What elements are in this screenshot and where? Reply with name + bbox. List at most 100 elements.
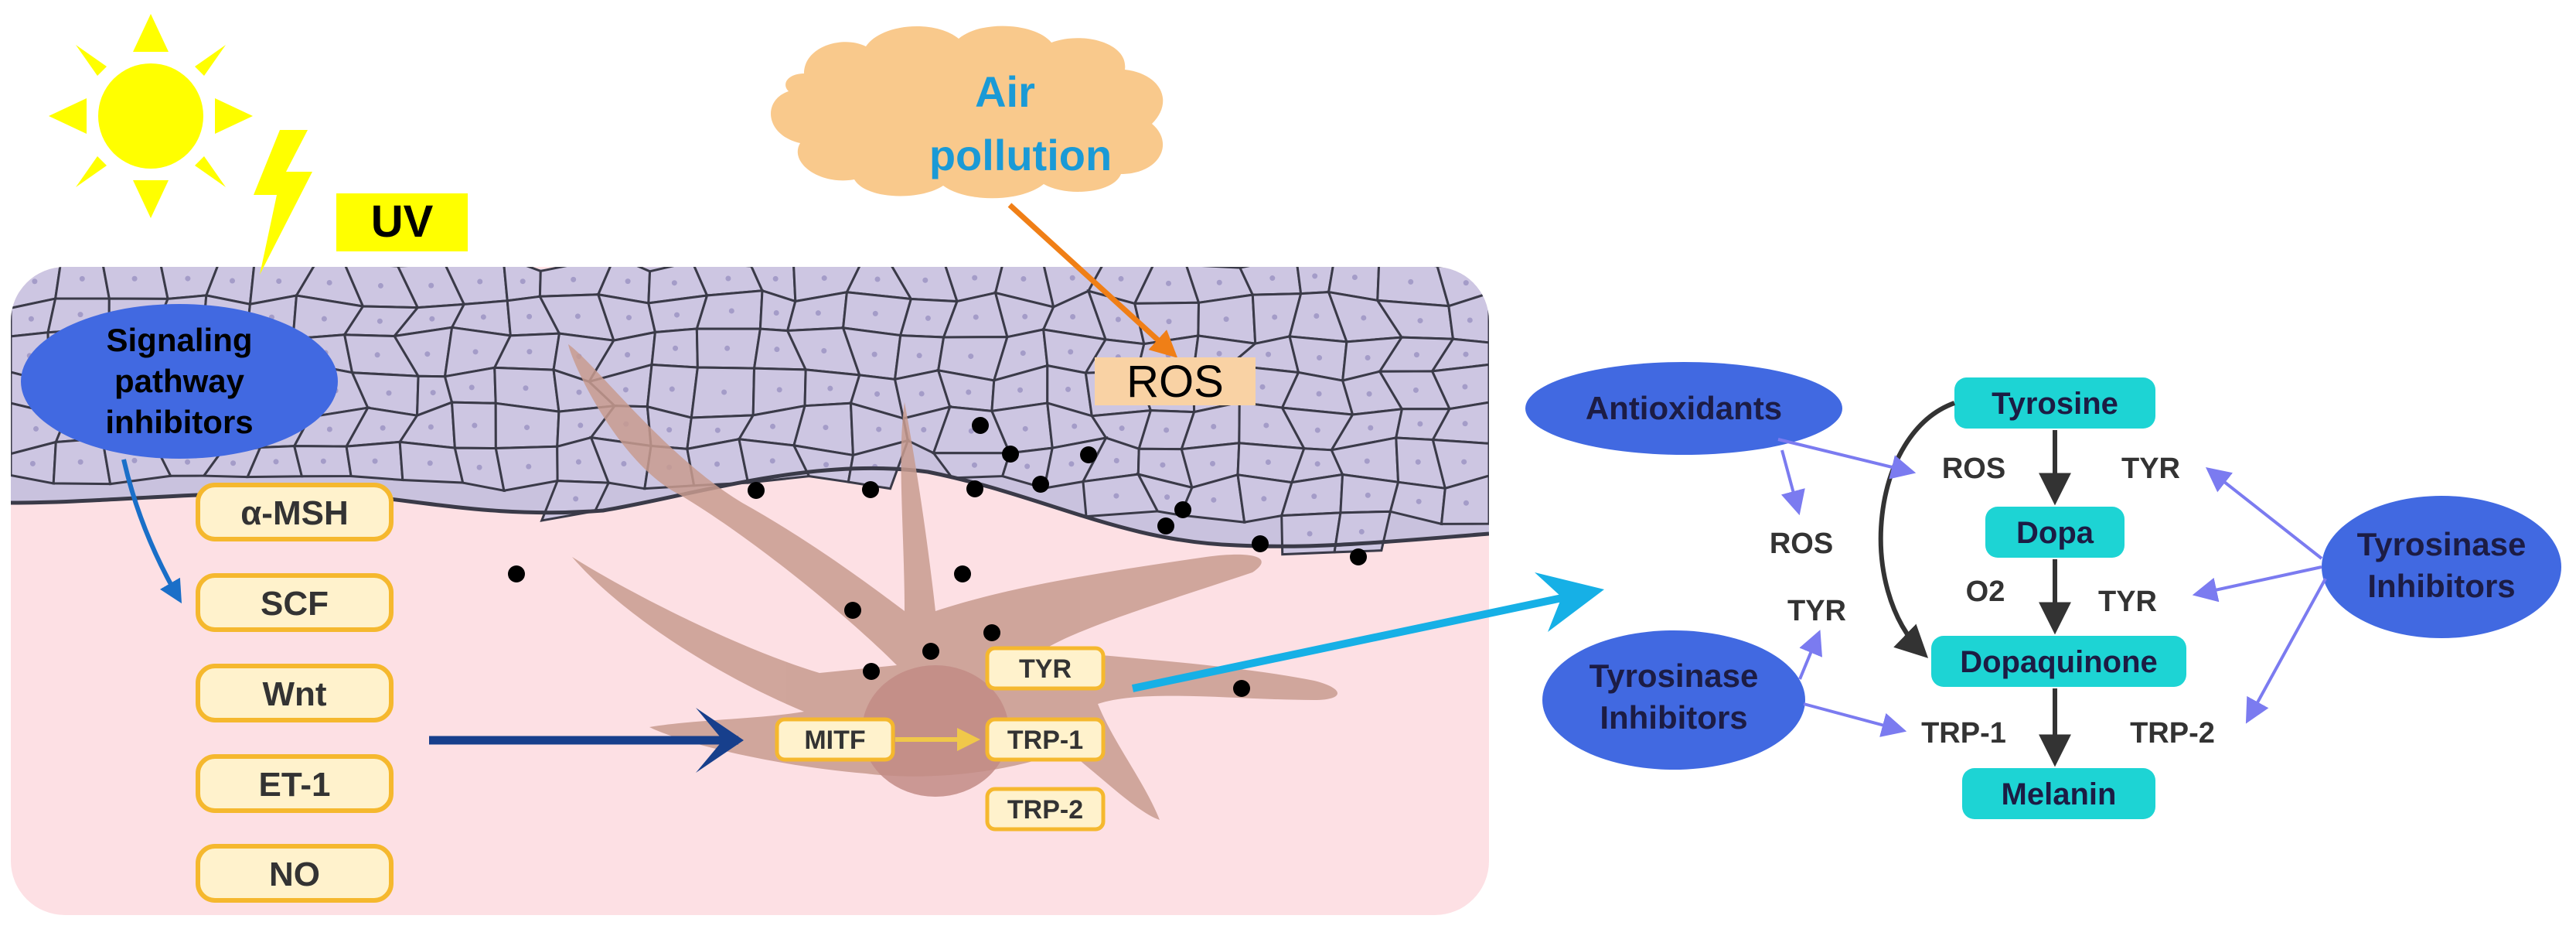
- cell-nucleus-dot: [968, 428, 974, 434]
- cell-nucleus-dot: [1463, 500, 1469, 506]
- pathway-panel: Antioxidants Tyrosinase Inhibitors Tyros…: [1525, 362, 2561, 819]
- air-pollution-line1: Air: [975, 67, 1035, 116]
- cell-nucleus-dot: [185, 275, 191, 282]
- cell-nucleus-dot: [1417, 421, 1423, 427]
- step-box-dopaquinone: [1931, 636, 2186, 687]
- cell-nucleus-dot: [1361, 315, 1367, 321]
- cell-nucleus-dot: [229, 278, 235, 284]
- signaling-inhibitors-line2: pathway: [114, 363, 245, 399]
- cell-nucleus-dot: [671, 280, 677, 286]
- cell-nucleus-dot: [1415, 459, 1421, 465]
- cell-nucleus-dot: [1463, 280, 1469, 286]
- signaling-inhibitors-line3: inhibitors: [105, 404, 253, 440]
- epidermal-cell: [1238, 267, 1303, 296]
- cell-nucleus-dot: [1307, 531, 1313, 537]
- step-box-melanin: [1962, 768, 2155, 819]
- air-pollution-cloud: Air pollution: [771, 26, 1164, 199]
- cell-nucleus-dot: [1263, 422, 1269, 429]
- cell-nucleus-dot: [131, 457, 138, 463]
- cell-nucleus-dot: [966, 389, 972, 395]
- mitf-box: [775, 717, 895, 762]
- signaling-pathway-inhibitors-bubble: [21, 304, 338, 459]
- cell-nucleus-dot: [1259, 384, 1266, 390]
- cell-nucleus-dot: [526, 463, 532, 470]
- cell-nucleus-dot: [28, 316, 34, 322]
- cell-nucleus-dot: [321, 316, 327, 322]
- cell-nucleus-dot: [871, 351, 877, 357]
- cell-nucleus-dot: [326, 426, 332, 432]
- cell-nucleus-dot: [526, 313, 533, 319]
- cell-nucleus-dot: [476, 464, 482, 470]
- antioxidants-label: Antioxidants: [1586, 390, 1782, 426]
- cell-nucleus-dot: [1164, 494, 1170, 500]
- epidermal-cell: [1430, 401, 1489, 445]
- cell-nucleus-dot: [1467, 317, 1473, 323]
- cell-nucleus-dot: [469, 384, 475, 391]
- cell-nucleus-dot: [918, 391, 925, 397]
- cell-nucleus-dot: [377, 282, 383, 289]
- cell-nucleus-dot: [674, 312, 680, 318]
- right-inhibitors-to-tyr-top-arrow: [2205, 467, 2323, 560]
- cell-nucleus-dot: [1317, 355, 1323, 361]
- epidermal-cell: [1430, 363, 1489, 411]
- o2-label: O2: [1966, 576, 2005, 608]
- signaling-inhibitors-line1: Signaling: [107, 322, 253, 358]
- melanocyte: [568, 344, 1337, 820]
- cell-nucleus-dot: [1311, 494, 1317, 500]
- cell-nucleus-dot: [666, 427, 673, 433]
- cell-nucleus-dot: [386, 390, 392, 396]
- cell-nucleus-dot: [1068, 461, 1075, 467]
- uv-label: UV: [371, 196, 434, 247]
- tyrosinase-inhibitors-right-line2: Inhibitors: [2367, 568, 2515, 604]
- cell-nucleus-dot: [774, 347, 780, 353]
- step-label-dopaquinone: Dopaquinone: [1960, 645, 2158, 679]
- right-inhibitors-to-tyr-mid-arrow: [2192, 565, 2322, 603]
- cell-nucleus-dot: [1022, 313, 1028, 319]
- cell-nucleus-dot: [185, 459, 191, 465]
- left-inhibitors-to-trp1-arrow: [1803, 702, 1907, 737]
- factor-label-wnt: Wnt: [262, 675, 326, 713]
- cell-nucleus-dot: [874, 276, 881, 282]
- cell-nucleus-dot: [1020, 350, 1026, 357]
- step-box-dopa: [1985, 507, 2125, 558]
- epidermal-cell: [1440, 474, 1489, 525]
- factor-box-msh: [196, 483, 394, 541]
- cell-nucleus-dot: [968, 353, 974, 360]
- cell-nucleus-dot: [625, 352, 631, 358]
- cell-nucleus-dot: [1314, 427, 1320, 433]
- step-box-tyrosine: [1954, 377, 2155, 429]
- cell-nucleus-dot: [625, 315, 632, 321]
- cell-nucleus-dot: [1366, 391, 1372, 397]
- cell-nucleus-dot: [29, 460, 36, 466]
- cell-nucleus-dot: [1314, 313, 1320, 319]
- cell-nucleus-dot: [823, 425, 829, 431]
- trp2-label: TRP-2: [1007, 795, 1083, 825]
- cell-nucleus-dot: [772, 275, 779, 282]
- inhibitor-to-factors-arrow: [121, 459, 182, 604]
- cell-nucleus-dot: [573, 496, 579, 502]
- cell-nucleus-dot: [1413, 352, 1419, 358]
- melanin-granules: [508, 417, 1367, 697]
- cell-nucleus-dot: [576, 389, 582, 395]
- cell-nucleus-dot: [971, 462, 977, 468]
- cell-nucleus-dot: [1408, 278, 1414, 285]
- ros-box: [1095, 357, 1256, 405]
- cell-nucleus-dot: [1358, 528, 1365, 535]
- cell-nucleus-dot: [725, 275, 731, 282]
- pollution-to-ros-arrow: [1007, 203, 1178, 358]
- cell-nucleus-dot: [1069, 275, 1075, 281]
- cell-nucleus-dot: [1072, 423, 1078, 429]
- step-label-melanin: Melanin: [2002, 777, 2117, 811]
- cell-nucleus-dot: [821, 348, 827, 354]
- sun-icon: [49, 14, 253, 218]
- step-label-tyrosine: Tyrosine: [1992, 387, 2118, 421]
- cell-nucleus-dot: [1211, 424, 1217, 430]
- cell-nucleus-dot: [972, 275, 978, 281]
- cell-nucleus-dot: [575, 459, 581, 465]
- cell-nucleus-dot: [1068, 349, 1074, 355]
- step-label-dopa: Dopa: [2016, 516, 2094, 550]
- cell-nucleus-dot: [773, 309, 779, 316]
- cell-nucleus-dot: [1269, 275, 1276, 282]
- tyr-label: TYR: [1019, 654, 1072, 684]
- cell-nucleus-dot: [1113, 458, 1119, 464]
